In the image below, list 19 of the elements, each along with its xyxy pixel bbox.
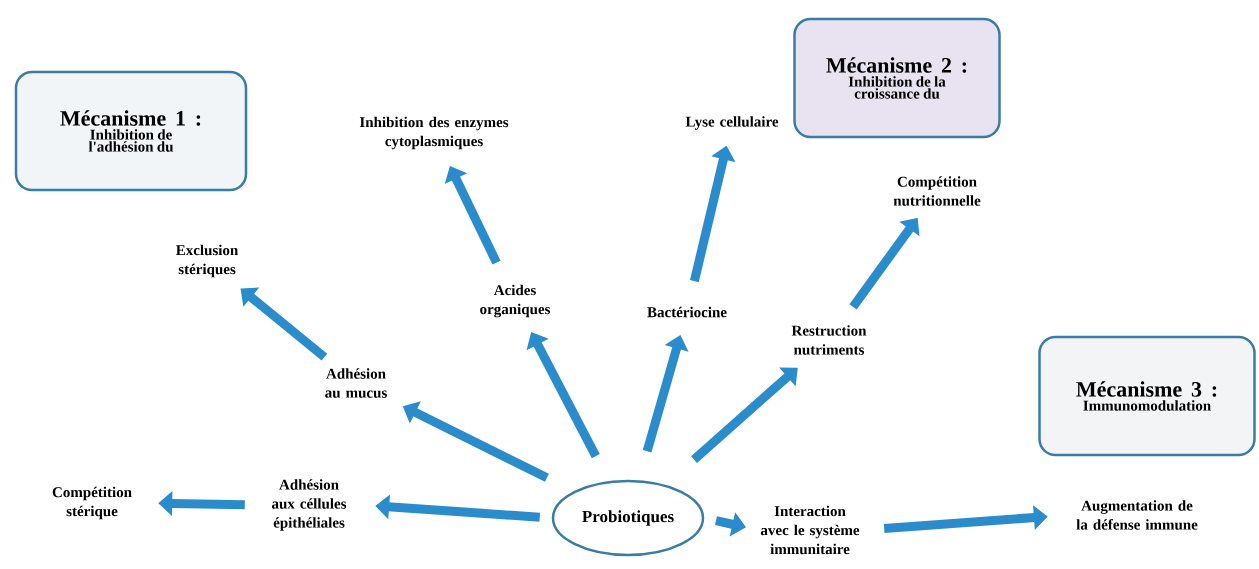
mechanism-box: Mécanisme 2 : Inhibition de la croissance du	[793, 17, 1001, 139]
concept-label: Bactériocine	[647, 306, 727, 318]
concept-label: Adhésion aux céllules épithéliales	[272, 479, 347, 531]
mechanism-box: Mécanisme 1 : Inhibition de l'adhésion du	[14, 70, 248, 192]
concept-label: Exclusion stériques	[176, 244, 239, 278]
concept-label: Acides organiques	[480, 284, 551, 318]
concept-label: Compétition stérique	[52, 486, 132, 520]
arrow	[240, 287, 328, 361]
concept-label: Inhibition des enzymes cytoplasmiques	[359, 116, 509, 150]
arrow	[691, 367, 798, 463]
concept-label: Restruction nutriments	[791, 325, 867, 355]
concept-label: Compétition nutritionnelle	[893, 176, 981, 206]
concept-label: Interaction avec le système immunitaire	[760, 505, 860, 555]
concept-label: Augmentation de la défense immune	[1076, 500, 1198, 530]
concept-label: Adhésion au mucus	[325, 368, 387, 398]
mechanism-box: Mécanisme 3 : Immunomodulation	[1038, 335, 1256, 457]
arrow	[444, 166, 501, 265]
arrow	[526, 332, 600, 459]
concept-label: Lyse cellulaire	[685, 116, 779, 130]
